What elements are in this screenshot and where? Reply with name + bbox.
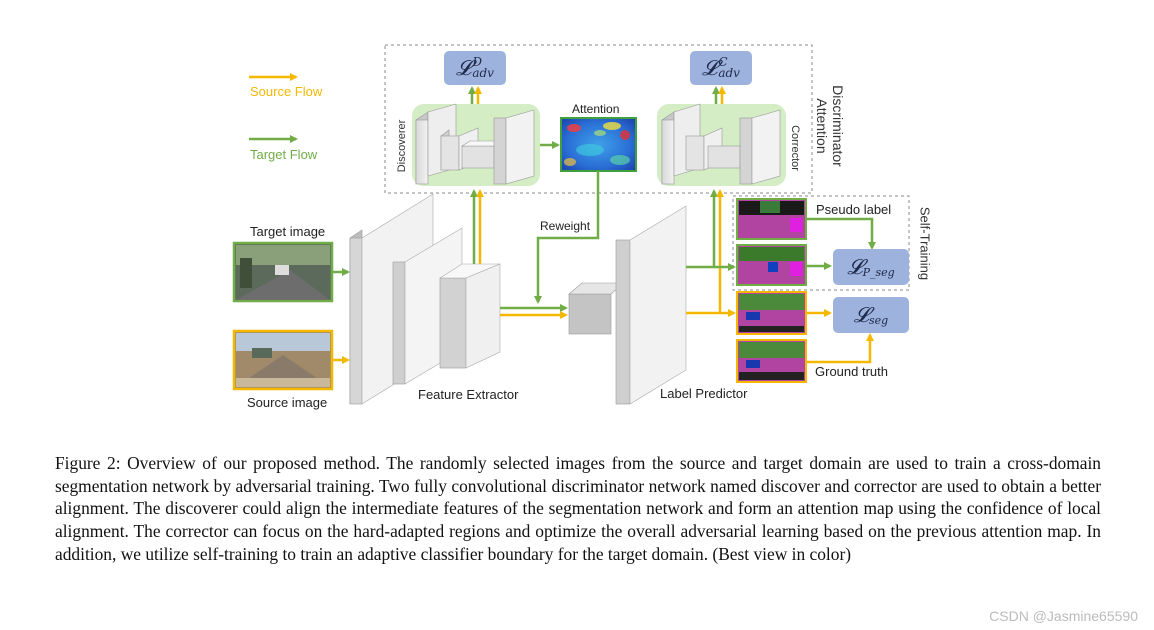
discriminator-attention-label: Discriminator Attention [814, 85, 846, 167]
feature-extractor-blocks [349, 193, 501, 405]
target-flow-label: Target Flow [250, 147, 318, 162]
label-predictor-blocks [568, 205, 687, 405]
pseudo-label-map [736, 198, 807, 240]
figure-caption: Figure 2: Overview of our proposed metho… [55, 453, 1101, 564]
source-image-label: Source image [247, 395, 328, 410]
ground-truth-label: Ground truth [815, 364, 888, 379]
pseudo-label-label: Pseudo label [816, 202, 892, 217]
source-prediction-map [736, 291, 807, 335]
method-diagram [232, 44, 910, 405]
source-flow-label: Source Flow [250, 84, 323, 99]
corrector-label: Corrector [789, 125, 801, 171]
target-image [232, 241, 334, 303]
label-predictor-label: Label Predictor [660, 386, 748, 401]
target-image-label: Target image [250, 224, 326, 239]
discoverer-label: Discoverer [396, 119, 408, 173]
feature-extractor-label: Feature Extractor [418, 387, 519, 402]
watermark: CSDN @Jasmine65590 [989, 608, 1138, 624]
ground-truth-map [736, 339, 807, 383]
self-training-box [732, 195, 910, 291]
reweight-label: Reweight [540, 219, 591, 233]
self-training-label: Self-Training [917, 206, 933, 281]
target-prediction-map [736, 244, 807, 286]
attention-map [560, 117, 637, 172]
attention-label: Attention [572, 102, 620, 116]
source-image [232, 329, 334, 391]
